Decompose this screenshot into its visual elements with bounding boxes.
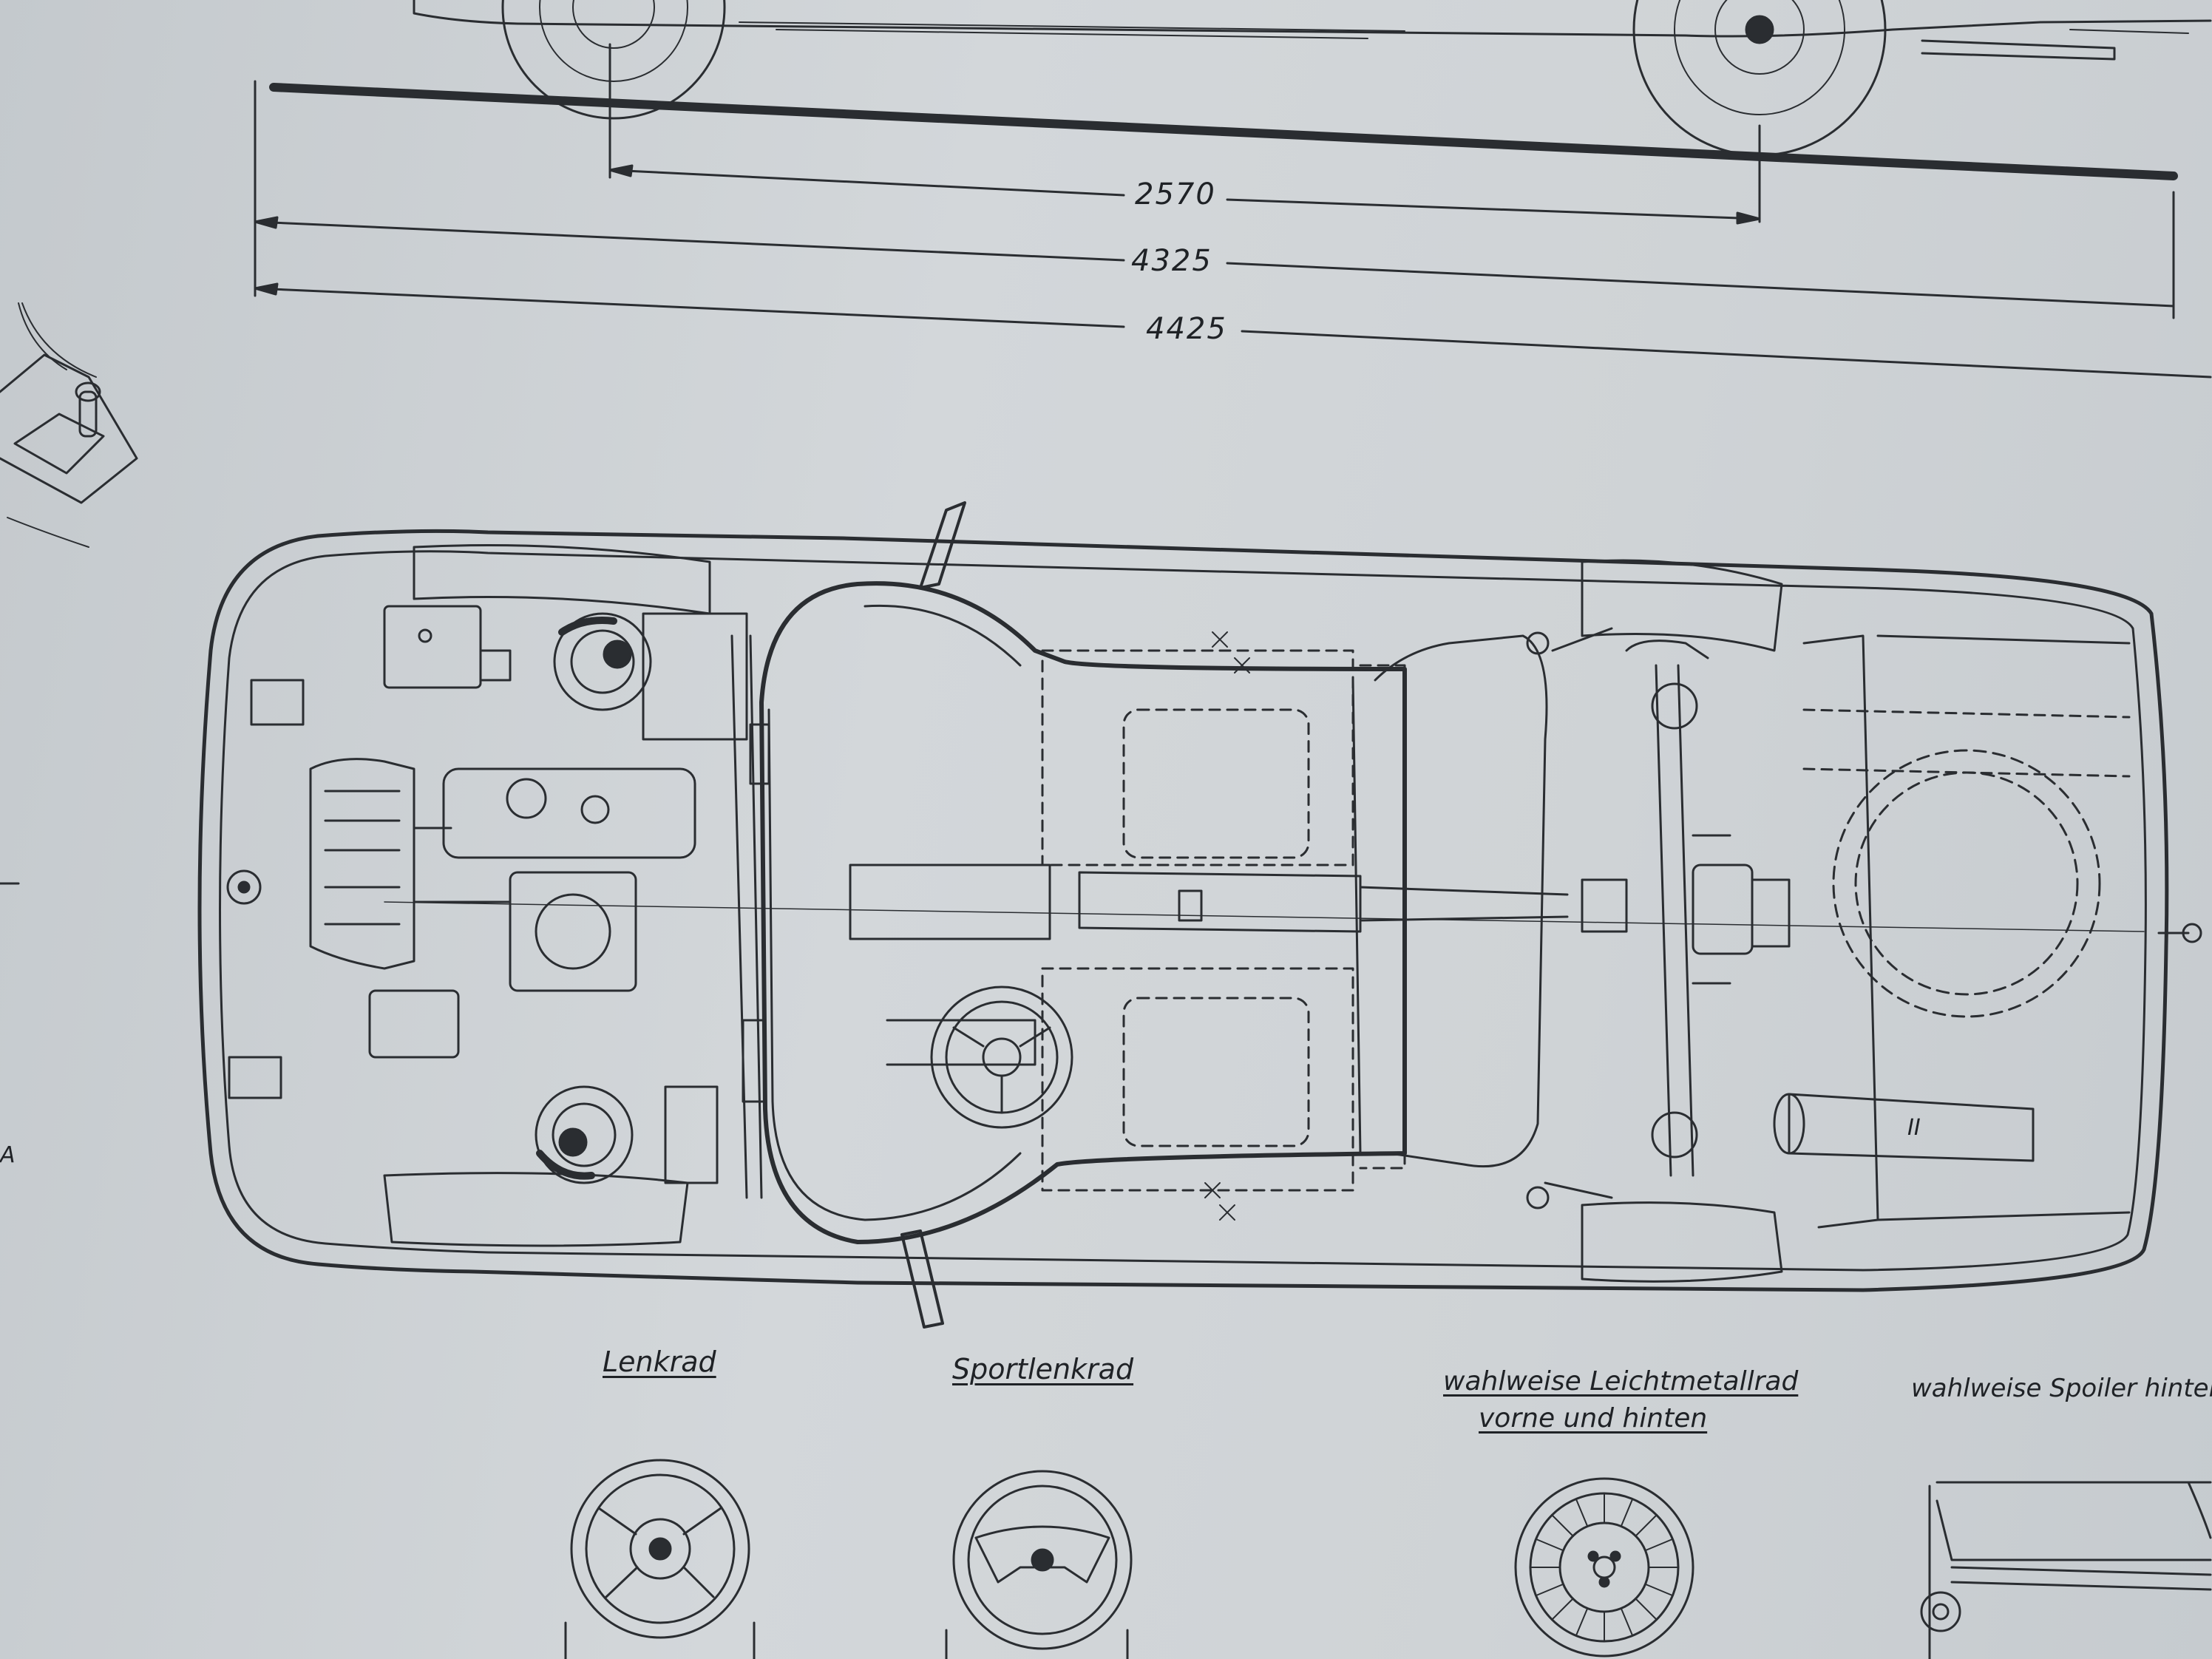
dim-overall-length-label: 4425	[1146, 312, 1227, 346]
dim-overall-length-line	[254, 282, 2212, 379]
front-strut-left	[553, 612, 652, 711]
dim-wheelbase-line	[608, 164, 1761, 225]
rear-spoiler-detail	[1920, 1481, 2212, 1659]
rear-axle	[1526, 627, 1791, 1210]
plan-steering-wheel	[930, 985, 1073, 1129]
mirror-left	[919, 501, 966, 589]
caption-sport-steering-wheel: Sportlenkrad	[952, 1353, 1134, 1385]
seats	[1041, 649, 1406, 1192]
gear-shift-detail	[0, 302, 138, 885]
roof-frame	[759, 581, 1407, 1244]
plan-view-car	[197, 501, 2202, 1329]
caption-steering-wheel: Lenkrad	[603, 1346, 716, 1378]
dim-wheelbase-label: 2570	[1135, 177, 1216, 211]
alloy-wheel-detail	[1514, 1477, 1694, 1658]
caption-alloy-wheel-line1: wahlweise Leichtmetallrad	[1443, 1366, 1799, 1397]
steering-wheel-detail	[564, 1459, 756, 1659]
engine-bay	[309, 605, 748, 1184]
body-outline	[197, 529, 2169, 1292]
ground-line	[269, 83, 2178, 180]
side-front-wheel	[501, 0, 726, 120]
front-strut-right	[535, 1085, 634, 1184]
edge-marker-a: A	[0, 1142, 16, 1168]
dim-body-length-line	[254, 216, 2175, 308]
caption-spoiler: wahlweise Spoiler hinten	[1911, 1374, 2212, 1403]
drive-shaft	[384, 864, 2145, 1066]
rear-tow-point	[2157, 923, 2202, 943]
dim-body-length-label: 4325	[1131, 244, 1212, 278]
spare-wheel	[1832, 749, 2101, 1018]
sport-steering-wheel-detail	[945, 1470, 1133, 1659]
muffler-marker: II	[1907, 1115, 1921, 1141]
rear-muffler	[1773, 1093, 2035, 1162]
dimension-lines	[254, 43, 2212, 379]
mirror-right	[900, 1229, 944, 1329]
side-body-outline	[413, 0, 2212, 38]
side-view	[269, 0, 2212, 180]
caption-alloy-wheel-line2: vorne und hinten	[1479, 1403, 1708, 1434]
front-badge	[226, 869, 262, 905]
dashboard	[730, 634, 770, 1199]
